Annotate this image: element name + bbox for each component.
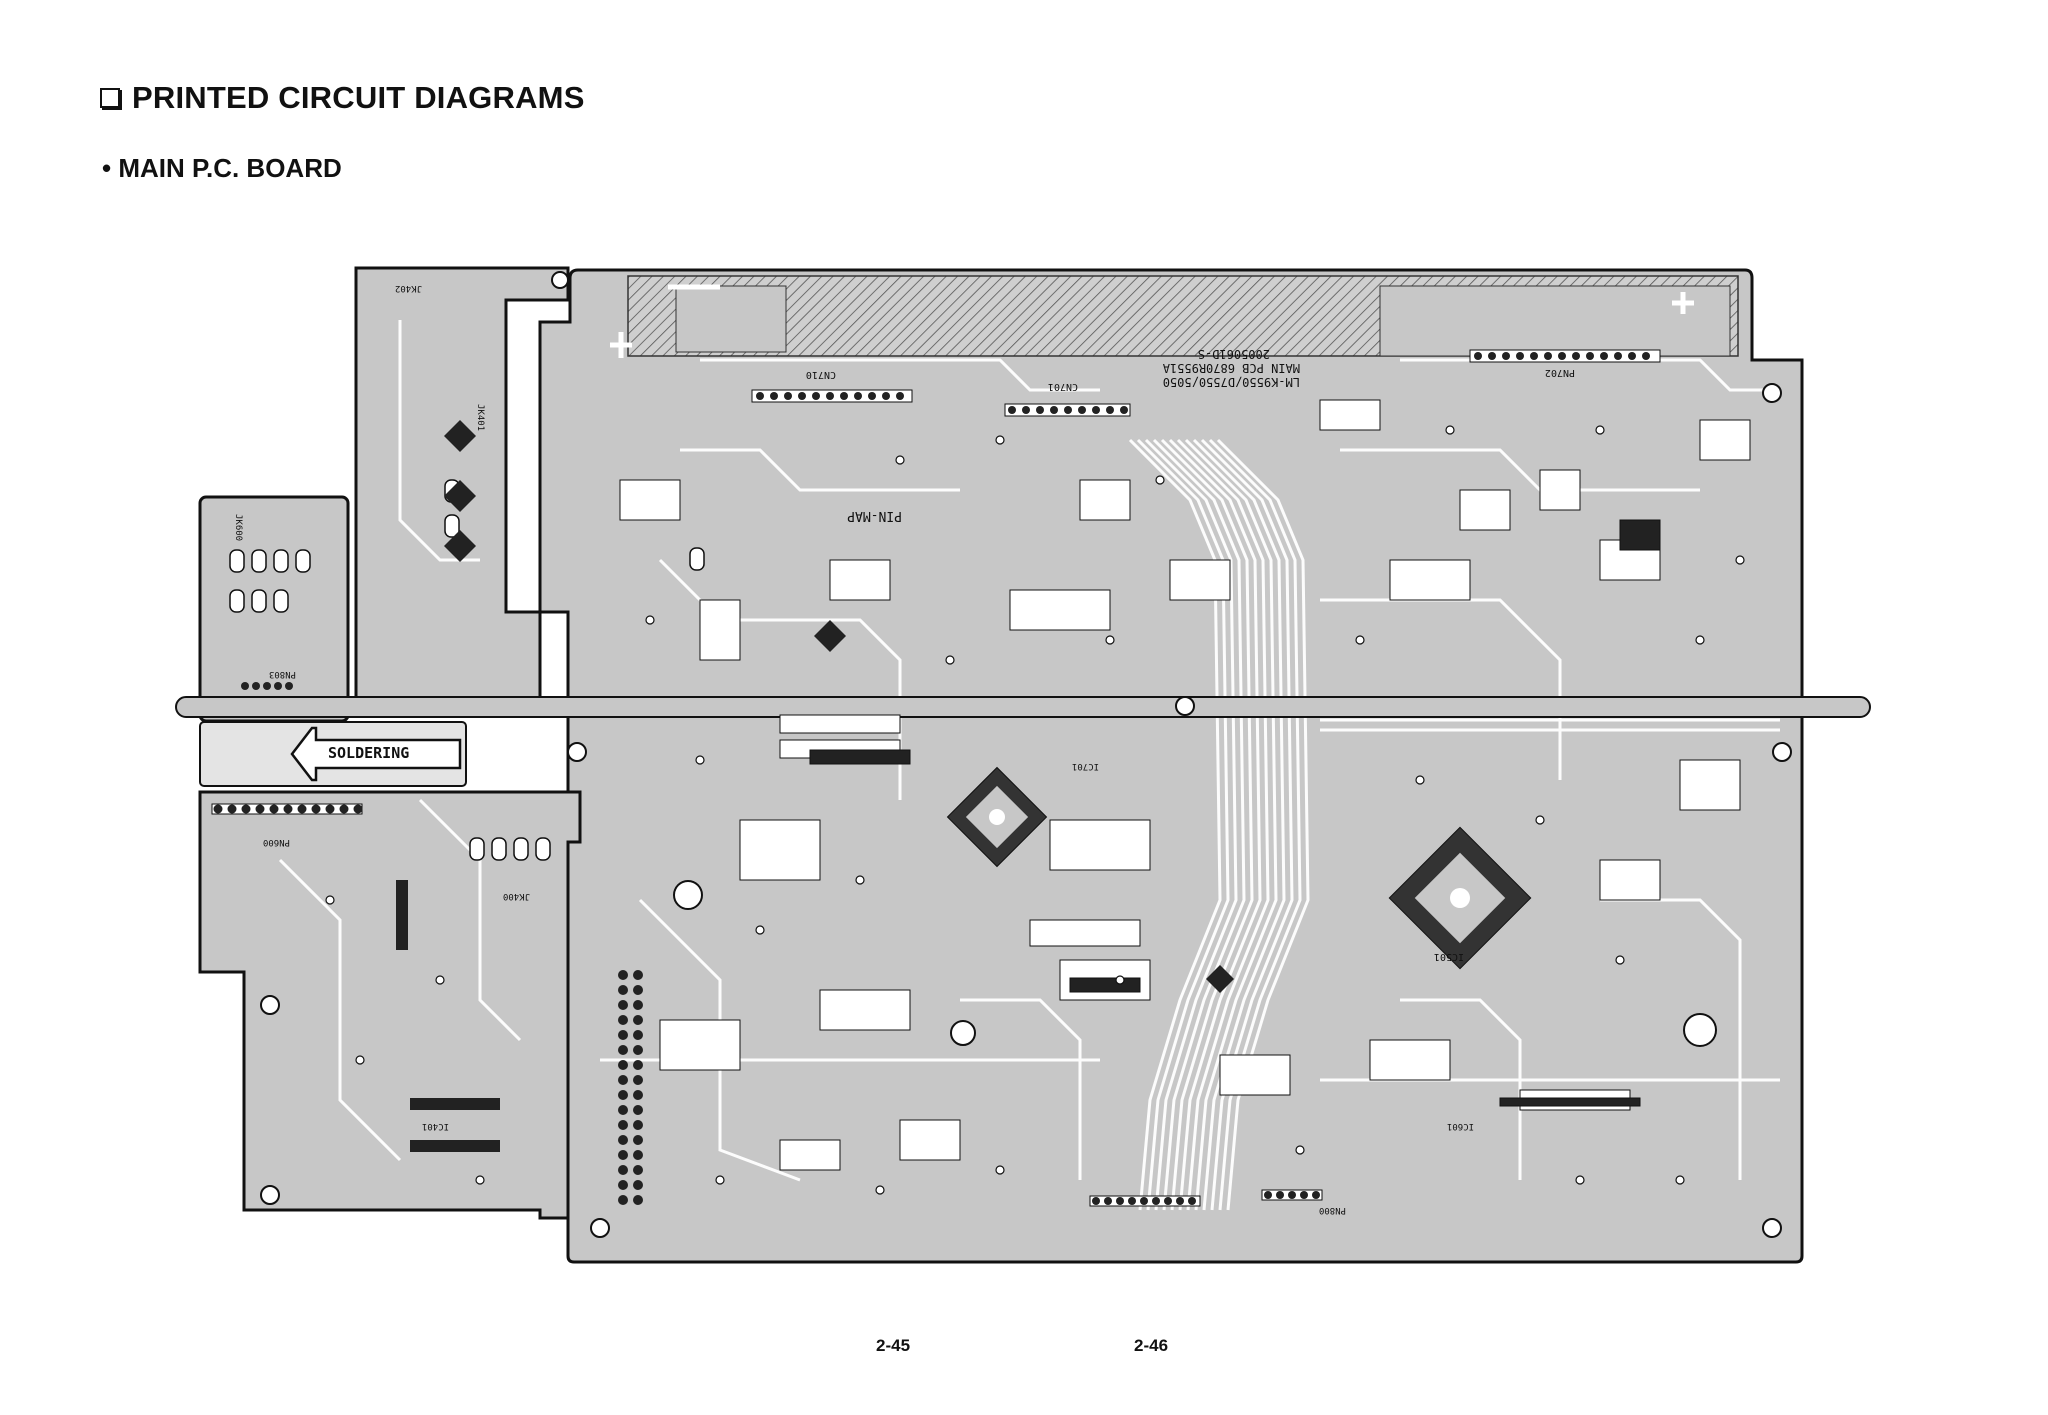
pinmap-label: PIN-MAP [847, 508, 902, 523]
center-guide-bar [175, 696, 1871, 718]
svg-text:JK600: JK600 [233, 514, 243, 541]
label-cn710: CN710 [806, 369, 836, 380]
connector-cn710 [751, 389, 913, 403]
svg-text:JK400: JK400 [503, 891, 530, 901]
soldering-arrow-icon [290, 726, 462, 782]
connector-pn702 [1469, 349, 1661, 363]
svg-text:MAIN PCB 6870R9551A: MAIN PCB 6870R9551A [1162, 361, 1300, 375]
label-pn702: PN702 [1545, 367, 1575, 378]
svg-text:JK402: JK402 [395, 283, 422, 293]
connector-pn803 [241, 682, 293, 690]
label-cn701: CN701 [1048, 381, 1078, 392]
svg-text:PN800: PN800 [1319, 1205, 1346, 1215]
page-title: PRINTED CIRCUIT DIAGRAMS [100, 80, 585, 116]
checkbox-bullet-icon [100, 88, 120, 108]
plus-marks [610, 284, 1694, 358]
page-title-text: PRINTED CIRCUIT DIAGRAMS [132, 80, 585, 115]
ic-rows-left-bottom [396, 880, 500, 1152]
page-number-left: 2-45 [876, 1336, 911, 1355]
svg-text:PN803: PN803 [269, 669, 296, 679]
svg-text:IC501: IC501 [1434, 951, 1464, 962]
smd-components [619, 399, 1751, 1171]
ic-qfp-right [1388, 826, 1532, 970]
page-number-right: 2-46 [1134, 1336, 1169, 1355]
board-outline-left-bottom [198, 790, 582, 1220]
model-text-block: LM-K9550/D7550/5050 MAIN PCB 6870R9551A … [1162, 347, 1300, 389]
svg-text:LM-K9550/D7550/5050: LM-K9550/D7550/5050 [1163, 375, 1300, 389]
connector-pn600 [211, 803, 363, 815]
connector-cn701 [1004, 403, 1131, 417]
svg-text:2005061D-S: 2005061D-S [1198, 347, 1270, 361]
ic-qfp-left [946, 766, 1048, 868]
svg-text:IC701: IC701 [1072, 761, 1099, 771]
svg-text:IC601: IC601 [1447, 1121, 1474, 1131]
svg-text:IC401: IC401 [422, 1121, 449, 1131]
soldering-label: SOLDERING [328, 744, 409, 762]
header-pins-vertical [618, 970, 643, 1205]
section-subtitle: • MAIN P.C. BOARD [102, 153, 342, 183]
svg-text:PN600: PN600 [263, 837, 290, 847]
connector-pn800 [1089, 1189, 1323, 1207]
vias [325, 425, 1745, 1195]
mounting-holes [260, 271, 1792, 1238]
diamond-components [444, 420, 1234, 993]
board-outline-main [538, 268, 1804, 1264]
svg-text:JK401: JK401 [475, 404, 485, 431]
jack-pads [229, 479, 705, 861]
